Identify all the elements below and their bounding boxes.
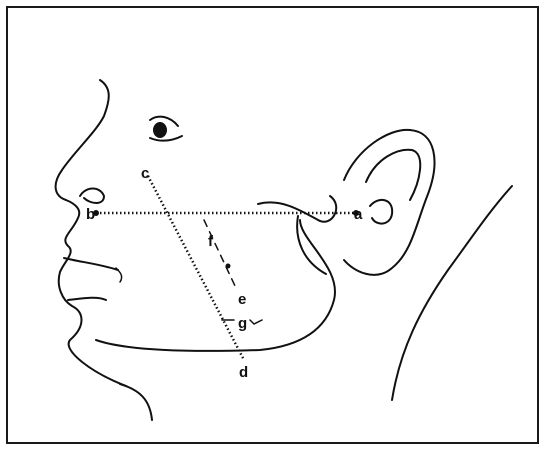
label-a: a	[354, 206, 363, 223]
label-f: f	[208, 233, 214, 250]
label-b: b	[86, 206, 95, 223]
lower-lip	[68, 298, 106, 300]
ear-inner	[366, 150, 420, 200]
eyelid	[150, 136, 182, 141]
face-profile-outline	[56, 80, 126, 386]
nostril	[80, 189, 104, 204]
label-e: e	[238, 291, 246, 308]
label-c: c	[141, 165, 149, 182]
measurement-line-f	[204, 220, 236, 288]
neck-front	[120, 384, 152, 420]
label-d: d	[239, 364, 248, 381]
label-g: g	[238, 315, 247, 332]
point-f-marker	[226, 264, 231, 269]
neck-back	[392, 186, 512, 400]
g-bracket-right	[250, 320, 262, 324]
ear-canal	[370, 200, 392, 224]
reference-line-c-d	[148, 176, 244, 360]
eye-pupil	[153, 122, 167, 138]
mouth-line	[64, 258, 118, 270]
